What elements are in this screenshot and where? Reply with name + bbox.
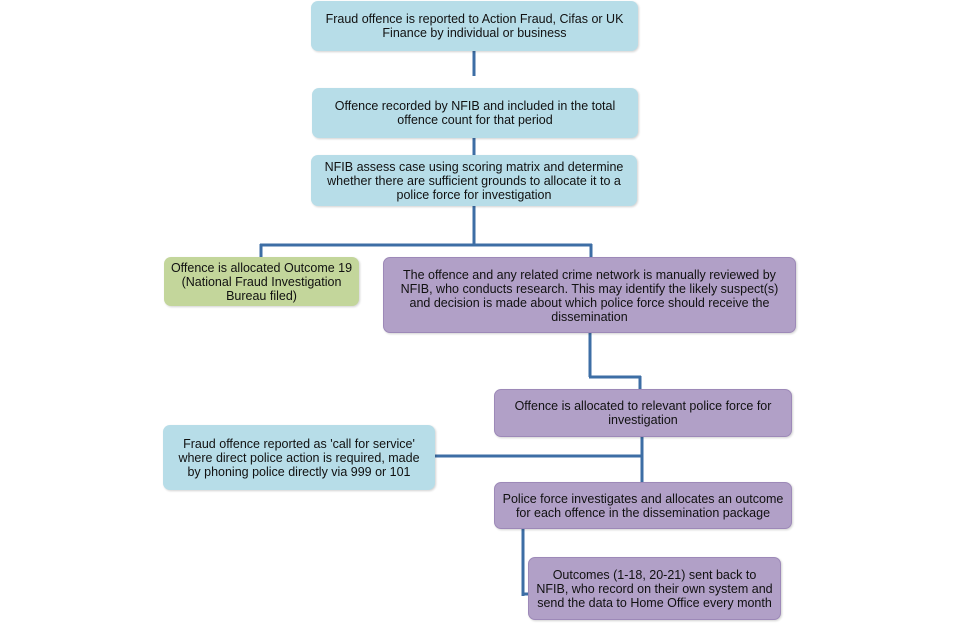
step-offence-recorded: Offence recorded by NFIB and included in… xyxy=(312,88,638,138)
step-outcomes-sent-back: Outcomes (1-18, 20-21) sent back to NFIB… xyxy=(528,557,781,620)
step-outcomes-sent-back-text: Outcomes (1-18, 20-21) sent back to NFIB… xyxy=(536,567,773,610)
step-outcome-19: Offence is allocated Outcome 19 (Nationa… xyxy=(164,257,359,306)
step-nfib-assess: NFIB assess case using scoring matrix an… xyxy=(311,155,637,206)
step-allocated-to-force: Offence is allocated to relevant police … xyxy=(494,389,792,437)
step-force-investigates: Police force investigates and allocates … xyxy=(494,482,792,529)
step-manual-review-text: The offence and any related crime networ… xyxy=(400,268,779,324)
step-manual-review: The offence and any related crime networ… xyxy=(383,257,796,333)
step-fraud-reported-text: Fraud offence is reported to Action Frau… xyxy=(325,12,624,40)
step-force-investigates-text: Police force investigates and allocates … xyxy=(502,491,784,520)
step-allocated-to-force-text: Offence is allocated to relevant police … xyxy=(514,399,772,427)
step-offence-recorded-text: Offence recorded by NFIB and included in… xyxy=(334,99,616,127)
step-nfib-assess-text: NFIB assess case using scoring matrix an… xyxy=(324,159,624,202)
step-call-for-service-text: Fraud offence reported as 'call for serv… xyxy=(178,436,420,479)
step-outcome-19-text: Offence is allocated Outcome 19 (Nationa… xyxy=(170,261,353,303)
step-fraud-reported: Fraud offence is reported to Action Frau… xyxy=(311,1,638,51)
step-call-for-service: Fraud offence reported as 'call for serv… xyxy=(163,425,435,490)
